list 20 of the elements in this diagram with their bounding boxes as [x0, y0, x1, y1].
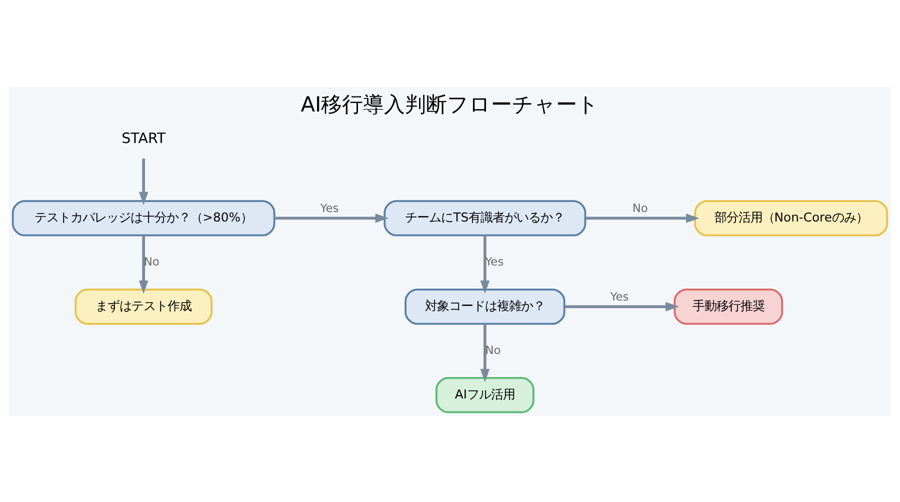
node-text: START — [122, 130, 166, 147]
node-box: 対象コードは複雑か？ — [404, 288, 566, 324]
edge-label: No — [632, 200, 648, 215]
arrow — [564, 301, 679, 311]
edge-label: No — [144, 254, 160, 268]
arrow — [274, 213, 389, 222]
arrow — [480, 323, 490, 382]
arrow — [138, 234, 148, 294]
arrow — [138, 158, 148, 205]
node-box: 手動移行推奨 — [674, 288, 784, 324]
node-box: チームにTS有識者がいるか？ — [384, 200, 586, 236]
diagram-title: AI移行導入判断フローチャート — [300, 92, 600, 116]
node-box: AIフル活用 — [436, 376, 534, 413]
node-box: まずはテスト作成 — [74, 288, 213, 324]
arrow — [586, 213, 700, 222]
edge-label: Yes — [320, 200, 339, 215]
node-box: 部分活用（Non-Coreのみ） — [694, 200, 888, 236]
arrow — [480, 234, 490, 294]
edge-label: Yes — [610, 289, 629, 304]
node-box: テストカバレッジは十分か？（>80%） — [12, 200, 276, 236]
